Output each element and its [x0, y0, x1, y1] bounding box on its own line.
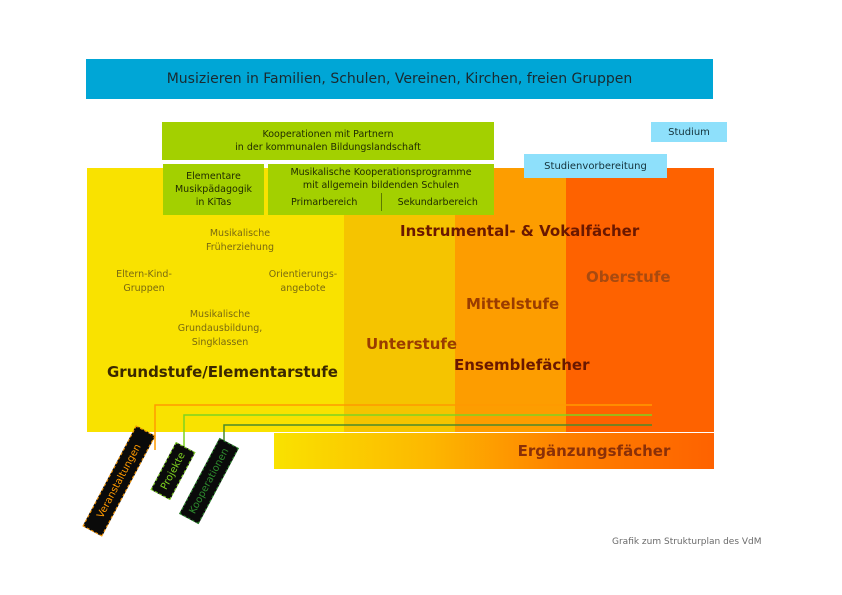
parent-child-line-2: Gruppen	[123, 283, 165, 294]
school-cooperation-box: Musikalische Kooperationsprogramme mit a…	[268, 164, 494, 215]
early-education-line-2: Früherziehung	[205, 242, 275, 253]
basic-training-line-1: Musikalische	[189, 309, 251, 320]
study-preparation-box: Studienvorbereitung	[524, 154, 667, 178]
early-education-label: Musikalische Früherziehung	[185, 227, 295, 255]
connector-cooperations	[223, 424, 652, 450]
study-preparation-label: Studienvorbereitung	[544, 160, 647, 172]
kitas-line-3: in KiTas	[195, 197, 232, 208]
column-oberstufe	[566, 168, 714, 432]
primary-label: Primarbereich	[291, 197, 358, 208]
orientation-line-2: angebote	[280, 283, 326, 294]
parent-child-line-1: Eltern-Kind-	[116, 269, 172, 280]
cooperation-partners-line-1: Kooperationen mit Partnern	[262, 129, 394, 140]
caption: Grafik zum Strukturplan des VdM	[612, 537, 762, 547]
parent-child-label: Eltern-Kind- Gruppen	[104, 268, 184, 296]
early-education-line-1: Musikalische	[209, 228, 271, 239]
oberstufe-heading: Oberstufe	[586, 268, 671, 286]
supplementary-subjects-label: Ergänzungsfächer	[517, 442, 671, 460]
kitas-line-2: Musikpädagogik	[174, 184, 253, 195]
studium-label: Studium	[668, 126, 710, 138]
unterstufe-heading: Unterstufe	[366, 335, 458, 353]
banner-label: Musizieren in Familien, Schulen, Vereine…	[166, 71, 633, 87]
kitas-line-1: Elementare	[186, 171, 241, 182]
orientation-label: Orientierungs- angebote	[253, 268, 353, 296]
kitas-box: Elementare Musikpädagogik in KiTas	[163, 164, 264, 215]
supplementary-subjects-band: Ergänzungsfächer	[274, 433, 714, 469]
primary-secondary-divider	[380, 193, 382, 211]
cooperation-partners-box: Kooperationen mit Partnern in der kommun…	[162, 122, 494, 160]
school-cooperation-line-1: Musikalische Kooperationsprogramme	[290, 167, 472, 178]
grundstufe-heading: Grundstufe/Elementarstufe	[107, 363, 338, 381]
basic-training-line-2: Grundausbildung,	[177, 323, 263, 334]
school-cooperation-line-2: mit allgemein bildenden Schulen	[302, 180, 460, 191]
orientation-line-1: Orientierungs-	[268, 269, 338, 280]
connector-projects	[183, 414, 652, 450]
top-banner: Musizieren in Familien, Schulen, Vereine…	[86, 59, 713, 99]
secondary-label: Sekundarbereich	[397, 197, 478, 208]
ensemble-subjects-heading: Ensemblefächer	[454, 356, 590, 374]
instrumental-subjects-heading: Instrumental- & Vokalfächer	[400, 222, 640, 240]
studium-box: Studium	[651, 122, 727, 142]
cooperation-partners-line-2: in der kommunalen Bildungslandschaft	[235, 142, 421, 153]
mittelstufe-heading: Mittelstufe	[466, 295, 560, 313]
basic-training-label: Musikalische Grundausbildung, Singklasse…	[160, 308, 280, 350]
basic-training-line-3: Singklassen	[191, 337, 249, 348]
